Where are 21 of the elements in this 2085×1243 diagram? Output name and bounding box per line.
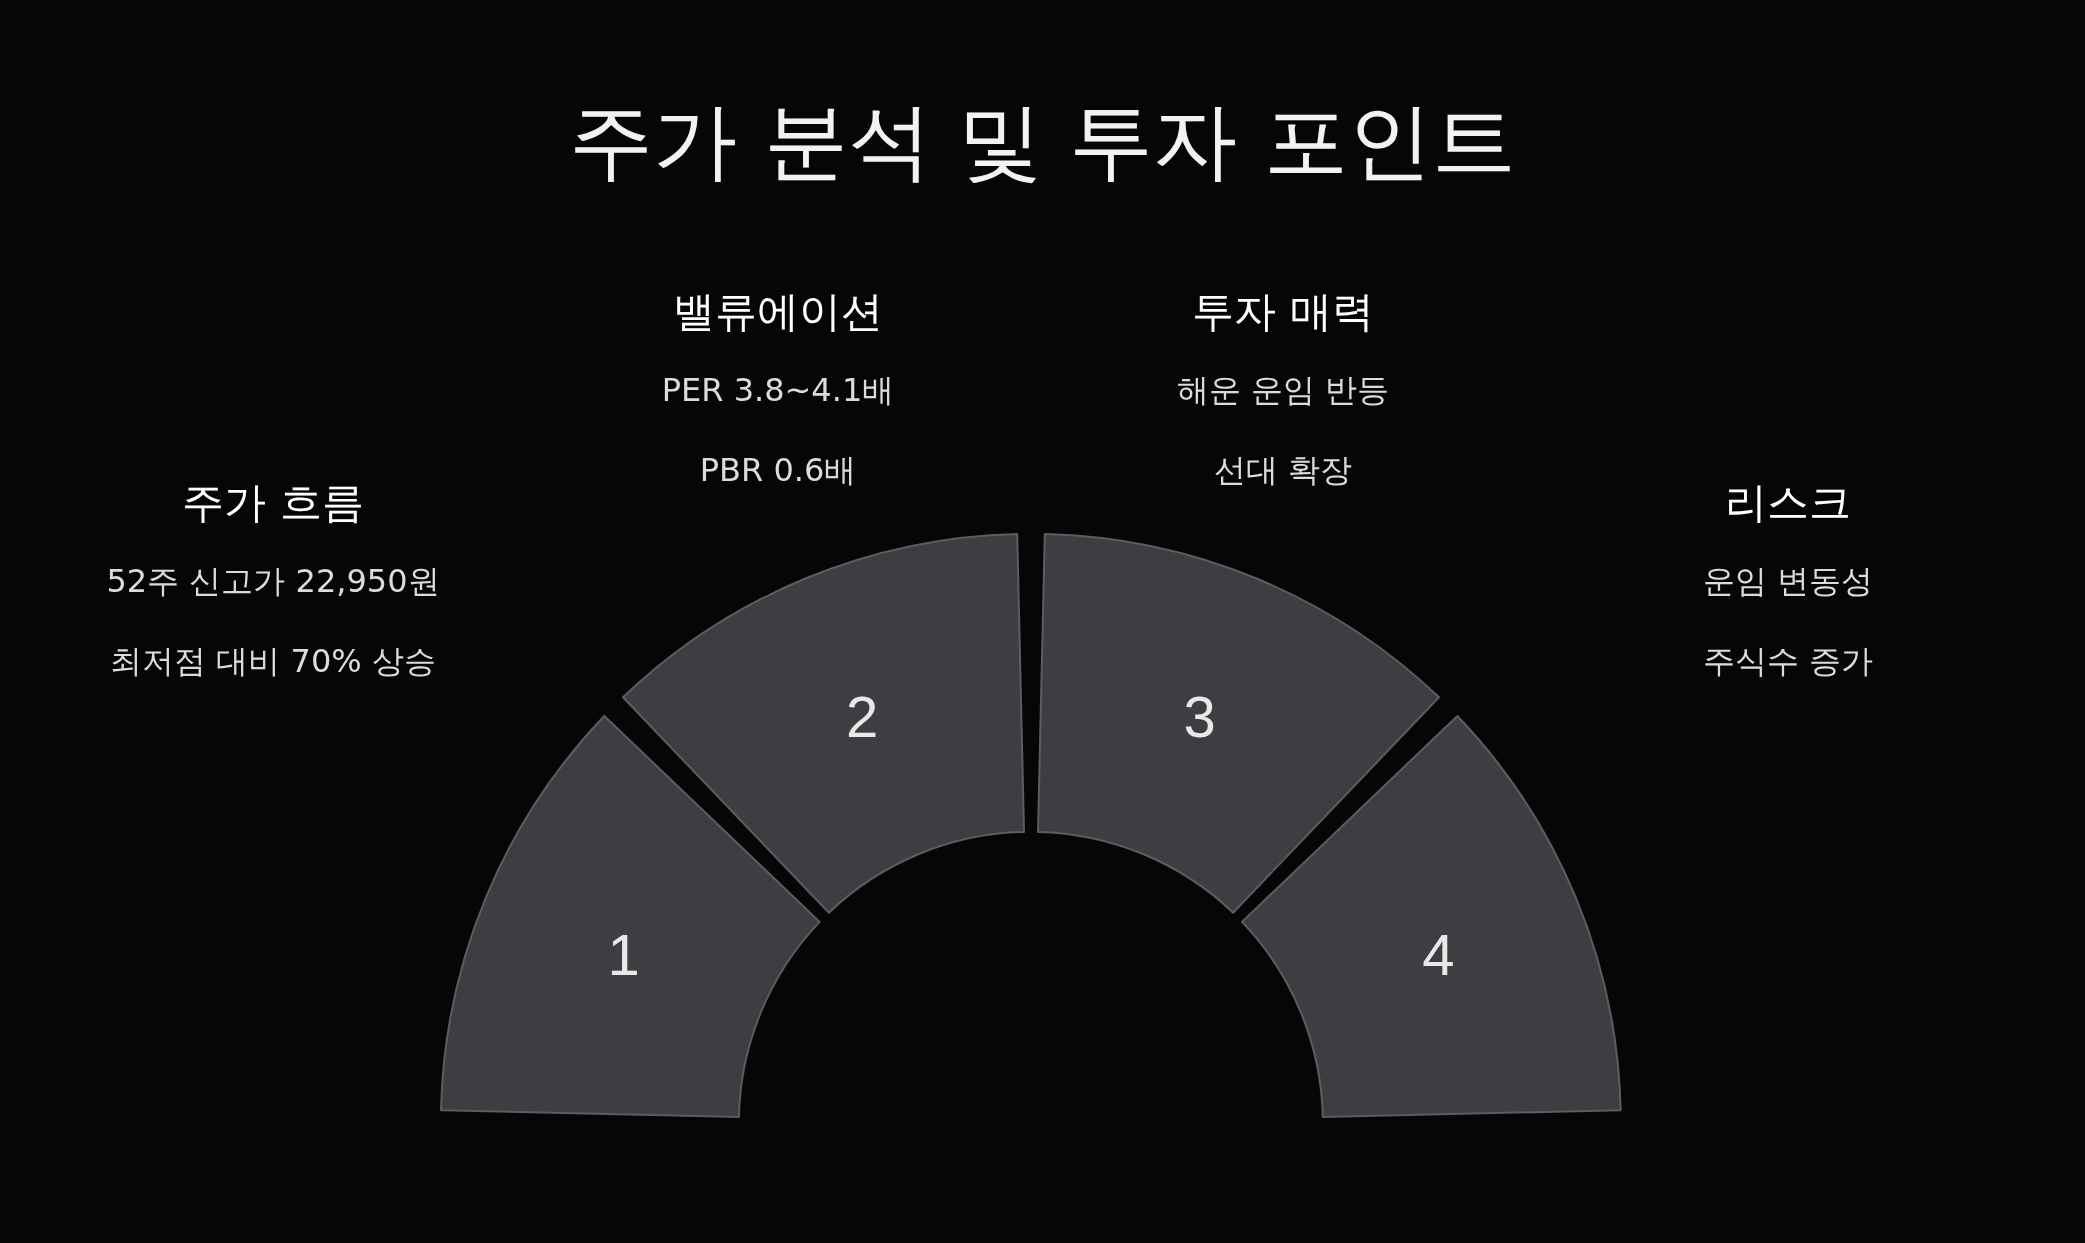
arc-segment xyxy=(1037,534,1439,913)
step-number: 2 xyxy=(846,687,879,746)
point-text: 최저점 대비 70% 상승 xyxy=(110,644,436,680)
title: 주가 분석 및 투자 포인트 xyxy=(568,95,1517,188)
point-text: PER 3.8~4.1배 xyxy=(661,373,895,409)
section-heading: 투자 매력 xyxy=(1192,288,1374,336)
step-number: 3 xyxy=(1183,687,1216,746)
point-text: PBR 0.6배 xyxy=(699,453,857,489)
section-heading: 밸류에이션 xyxy=(673,288,883,336)
point-text: 주식수 증가 xyxy=(1702,644,1874,680)
step-number: 4 xyxy=(1422,926,1455,985)
point-text: 운임 변동성 xyxy=(1702,564,1874,600)
point-text: 해운 운임 반등 xyxy=(1176,373,1390,409)
arc-segment xyxy=(623,534,1025,913)
section-heading: 리스크 xyxy=(1725,479,1851,527)
point-text: 52주 신고가 22,950원 xyxy=(106,564,440,600)
point-text: 선대 확장 xyxy=(1213,453,1353,489)
arc-segment xyxy=(441,716,820,1118)
step-number: 1 xyxy=(607,926,640,985)
section-heading: 주가 흐름 xyxy=(182,479,364,527)
arc-segment xyxy=(1242,716,1621,1118)
